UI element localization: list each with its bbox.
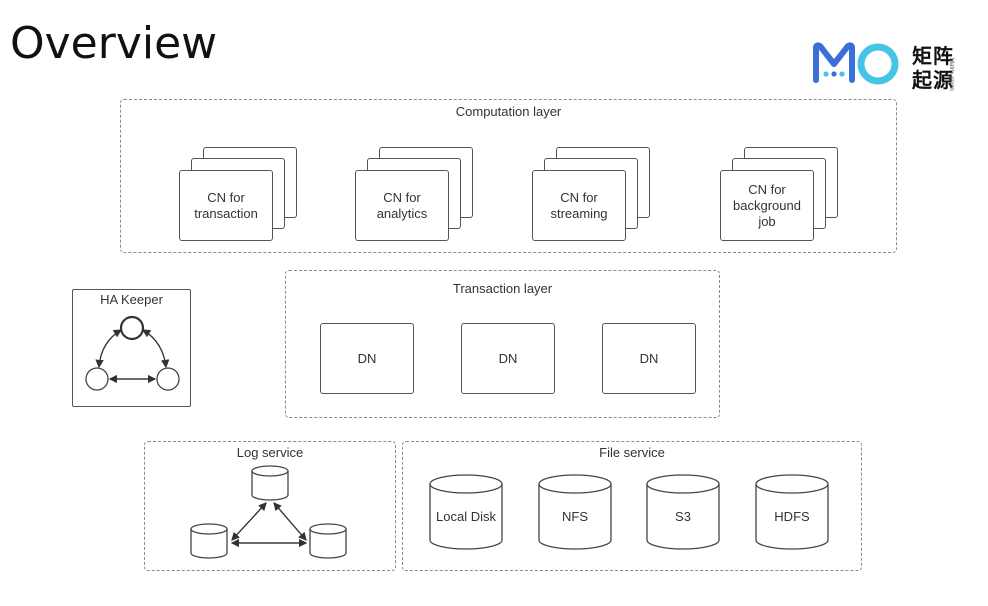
slide-title: Overview	[10, 18, 218, 69]
cn-node-analytics: CN for analytics	[355, 170, 449, 241]
computation-layer: Computation layer	[120, 99, 897, 253]
s3-cylinder-icon	[646, 474, 720, 550]
ha-keeper-label: HA Keeper	[100, 292, 163, 307]
transaction-layer: Transaction layer	[285, 270, 720, 418]
file-service: File service	[402, 441, 862, 571]
logo-text-bottom: 起源	[912, 68, 954, 92]
dn-node-1: DN	[320, 323, 414, 394]
hdfs-cylinder-icon	[755, 474, 829, 550]
log-service-topology-icon	[190, 465, 347, 559]
local-disk-cylinder-icon	[429, 474, 503, 550]
storage-s3: S3	[675, 509, 691, 524]
cn-node-background-job: CN for background job	[720, 170, 814, 241]
logo-text-top: 矩阵	[912, 44, 954, 68]
dn-node-2: DN	[461, 323, 555, 394]
logo-mark-icon	[813, 42, 899, 85]
file-service-label: File service	[599, 445, 665, 460]
company-logo: 矩阵 起源 Matrix origin	[812, 38, 972, 92]
logo-tagline: Matrix origin	[948, 58, 954, 91]
cn-node-transaction: CN for transaction	[179, 170, 273, 241]
dn-node-3: DN	[602, 323, 696, 394]
log-service-label: Log service	[236, 445, 304, 460]
ha-keeper-topology-icon	[85, 315, 180, 391]
log-service: Log service	[144, 441, 396, 571]
transaction-layer-label: Transaction layer	[452, 281, 553, 296]
storage-hdfs: HDFS	[774, 509, 810, 524]
storage-nfs: NFS	[562, 509, 588, 524]
storage-local-disk: Local Disk	[436, 509, 496, 524]
nfs-cylinder-icon	[538, 474, 612, 550]
cn-node-streaming: CN for streaming	[532, 170, 626, 241]
computation-layer-label: Computation layer	[455, 104, 562, 119]
file-service-storage-icons	[429, 474, 829, 550]
ha-keeper: HA Keeper	[72, 289, 191, 407]
